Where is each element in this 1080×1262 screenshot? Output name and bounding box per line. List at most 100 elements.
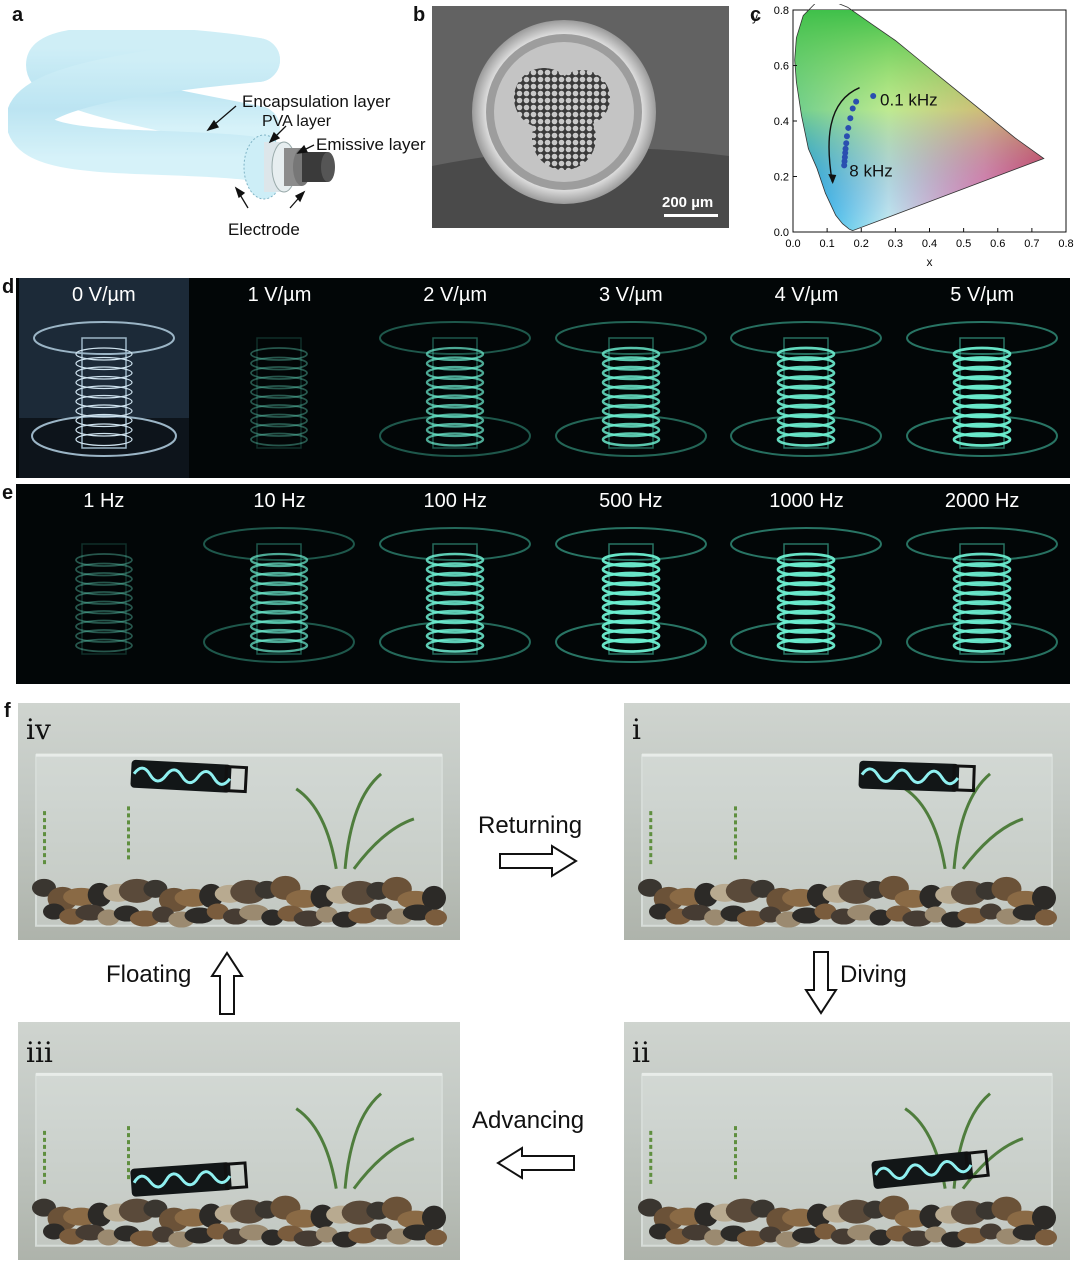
tank-scene-iv (32, 753, 447, 928)
data-point (870, 93, 877, 100)
electrode-label: Electrode (228, 220, 300, 239)
emissive-layer-label: Emissive layer (316, 135, 426, 154)
frequency-series-strip: 1 Hz 10 Hz 100 Hz 500 Hz 1000 Hz 2000 Hz (16, 484, 1070, 684)
frequency-cell: 10 Hz (192, 484, 368, 684)
voltage-cell-label: 2 V/µm (423, 284, 488, 306)
transition-floating-label: Floating (106, 961, 192, 988)
x-tick-label: 0.3 (888, 238, 903, 250)
robot-fish-icon (858, 760, 976, 793)
frequency-cell: 2000 Hz (894, 484, 1070, 684)
sem-image: 200 µm (432, 6, 729, 228)
tank-photo-i: i (624, 703, 1070, 940)
voltage-cell: 5 V/µm (894, 278, 1070, 478)
frequency-cell-label: 2000 Hz (944, 490, 1020, 512)
sem-cross-section (432, 6, 729, 228)
annotation-arrows (206, 105, 315, 209)
coiled-fiber (8, 30, 280, 184)
voltage-cell: 3 V/µm (543, 278, 719, 478)
spool-glow-image (18, 278, 189, 478)
x-tick-label: 0.5 (956, 238, 971, 250)
fiber-schematic (8, 30, 335, 209)
data-points (841, 93, 877, 169)
tank-scene-iii (32, 1072, 447, 1248)
frequency-cell-label: 10 Hz (253, 490, 306, 512)
pva-layer-label: PVA layer (262, 113, 332, 130)
spool-glow-image (370, 484, 540, 684)
arrow-up-icon (210, 951, 244, 1015)
spool-glow-image (19, 484, 189, 684)
data-point (845, 124, 852, 131)
panel-label-b: b (413, 4, 426, 26)
y-tick-label: 0.0 (774, 227, 789, 239)
stage-label-iii: iii (26, 1036, 53, 1069)
encapsulation-layer-label: Encapsulation layer (242, 92, 391, 111)
x-axis-label: x (927, 255, 933, 269)
y-tick-label: 0.4 (774, 116, 789, 128)
spool-glow-image (721, 278, 891, 478)
tank-photo-iii: iii (18, 1022, 460, 1260)
stage-label-iv: iv (26, 713, 51, 746)
spool-glow-image (194, 278, 364, 478)
label-high-frequency: 8 kHz (849, 162, 892, 181)
frequency-cell-label: 1000 Hz (769, 490, 844, 512)
data-point (843, 133, 850, 140)
robot-fish-icon (130, 1161, 249, 1197)
cie-gamut (794, 10, 1044, 231)
transition-diving-label: Diving (840, 961, 907, 988)
tank-scene-i (638, 753, 1057, 928)
voltage-cell-label: 5 V/µm (950, 284, 1015, 306)
scale-bar-label: 200 µm (662, 194, 714, 211)
spool-glow-image (897, 484, 1067, 684)
x-tick-label: 0.7 (1024, 238, 1039, 250)
voltage-cell-label: 3 V/µm (598, 284, 663, 306)
arrow-down-icon (804, 951, 838, 1015)
trend-arrowhead (828, 174, 837, 185)
voltage-cell: 2 V/µm (367, 278, 543, 478)
frequency-cell: 1 Hz (16, 484, 192, 684)
data-point (853, 98, 860, 105)
spool-glow-image (897, 278, 1067, 478)
spool-glow-image (721, 484, 891, 684)
x-tick-label: 0.4 (922, 238, 937, 250)
stage-label-ii: ii (632, 1036, 650, 1069)
frequency-cell: 100 Hz (367, 484, 543, 684)
label-low-frequency: 0.1 kHz (880, 91, 938, 110)
panel-label-d: d (2, 276, 15, 298)
frequency-cell: 1000 Hz (719, 484, 895, 684)
tank-scene-ii (638, 1072, 1057, 1248)
data-point (843, 140, 850, 147)
data-point (847, 115, 854, 122)
spool-glow-image (546, 278, 716, 478)
arrow-left-icon (496, 1146, 575, 1180)
x-tick-label: 0.0 (785, 238, 800, 250)
y-tick-label: 0.2 (774, 172, 789, 184)
arrow-right-icon (499, 844, 578, 878)
spool-glow-image (370, 278, 540, 478)
panel-label-f: f (4, 700, 11, 722)
voltage-cell-label: 4 V/µm (774, 284, 839, 306)
tank-photo-ii: ii (624, 1022, 1070, 1260)
frequency-cell: 500 Hz (543, 484, 719, 684)
y-axis-label: y (752, 10, 758, 24)
x-tick-label: 0.8 (1058, 238, 1073, 250)
stage-label-i: i (632, 713, 641, 746)
transition-advancing-label: Advancing (472, 1107, 585, 1134)
data-point (841, 162, 848, 169)
frequency-cell-label: 1 Hz (83, 490, 125, 512)
trend-arrow (828, 87, 860, 183)
data-point (849, 105, 856, 112)
y-tick-label: 0.8 (774, 5, 789, 17)
panel-label-c: c (750, 4, 762, 26)
panel-label-e: e (2, 482, 14, 504)
voltage-cell-label: 1 V/µm (247, 284, 312, 306)
robot-fish-icon (871, 1149, 990, 1189)
frequency-cell-label: 100 Hz (423, 490, 487, 512)
voltage-cell: 4 V/µm (719, 278, 895, 478)
y-tick-label: 0.6 (774, 61, 789, 73)
spool-glow-image (194, 484, 364, 684)
x-tick-label: 0.2 (854, 238, 869, 250)
frequency-cell-label: 500 Hz (599, 490, 663, 512)
